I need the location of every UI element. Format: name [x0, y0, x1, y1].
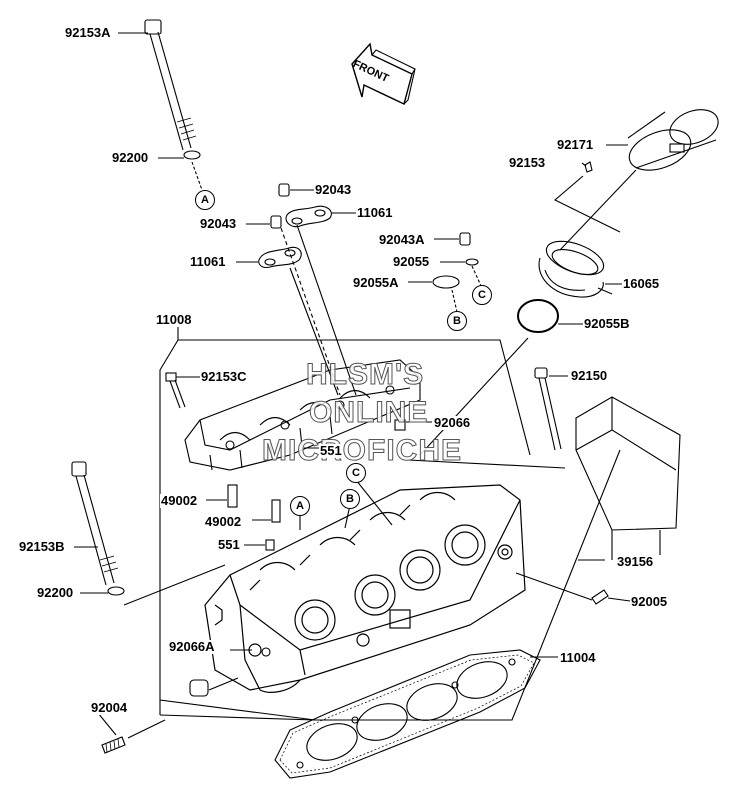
ref-marker-b-upper: B	[447, 311, 467, 331]
tappet-49002-b	[271, 499, 281, 523]
callout-92066a[interactable]: 92066A	[168, 639, 216, 654]
screw-92153	[584, 161, 593, 173]
ref-marker-a-lower: A	[290, 496, 310, 516]
callout-92153c[interactable]: 92153C	[200, 369, 248, 384]
dowel-92043-a	[278, 183, 290, 197]
callout-39156[interactable]: 39156	[616, 554, 655, 569]
oring-92055a	[432, 275, 460, 289]
dowel-551	[265, 539, 275, 551]
camshaft-holder-assembly	[184, 359, 421, 471]
callout-16065[interactable]: 16065	[622, 276, 661, 291]
plug-11061-a	[285, 205, 332, 228]
washer-92200-top	[183, 150, 201, 160]
bolt-92153a	[144, 19, 197, 151]
cylinder-head-11008	[204, 484, 526, 693]
callout-92004[interactable]: 92004	[90, 700, 129, 715]
front-arrow-icon	[351, 42, 416, 105]
fitting-92005	[591, 589, 609, 605]
plug-11061-b	[258, 246, 302, 268]
callout-92043-b[interactable]: 92043	[199, 216, 238, 231]
callout-11008[interactable]: 11008	[155, 312, 193, 327]
stud-92004	[101, 736, 126, 754]
callout-11061-a[interactable]: 11061	[356, 205, 394, 220]
callout-92150[interactable]: 92150	[570, 368, 609, 383]
callout-92153b[interactable]: 92153B	[18, 539, 66, 554]
callout-92153[interactable]: 92153	[508, 155, 547, 170]
callout-92005[interactable]: 92005	[630, 594, 669, 609]
intake-16065	[538, 240, 613, 298]
washer-92200-bottom	[107, 586, 125, 596]
callout-92055b[interactable]: 92055B	[583, 316, 631, 331]
ref-marker-b-lower: B	[340, 489, 360, 509]
oring-92055b	[517, 299, 559, 333]
callout-92200-top[interactable]: 92200	[111, 150, 150, 165]
plug-92066a	[189, 679, 209, 697]
bolt-92153b	[71, 461, 87, 477]
callout-49002-b[interactable]: 49002	[204, 514, 243, 529]
oring-92055	[465, 258, 479, 266]
callout-92153a[interactable]: 92153A	[64, 25, 112, 40]
callout-49002-a[interactable]: 49002	[160, 493, 199, 508]
plug-92066	[394, 419, 406, 431]
gasket-11004	[274, 649, 541, 779]
callout-92055a[interactable]: 92055A	[352, 275, 400, 290]
callout-551-b[interactable]: 551	[217, 537, 241, 552]
bolt-92150	[534, 367, 548, 379]
dowel-92043a	[459, 232, 471, 246]
callout-92055[interactable]: 92055	[392, 254, 431, 269]
callout-92200-bottom[interactable]: 92200	[36, 585, 75, 600]
callout-92043a[interactable]: 92043A	[378, 232, 426, 247]
callout-92043-a[interactable]: 92043	[314, 182, 353, 197]
callout-11004[interactable]: 11004	[559, 650, 597, 665]
ref-marker-a-upper: A	[195, 190, 215, 210]
bolt-92153c	[165, 372, 177, 382]
callout-11061-b[interactable]: 11061	[189, 254, 227, 269]
dowel-92043-b	[270, 215, 282, 229]
callout-92066[interactable]: 92066	[433, 415, 472, 430]
ref-marker-c-upper: C	[472, 285, 492, 305]
callout-92171[interactable]: 92171	[556, 137, 595, 152]
clamp-92171	[627, 109, 719, 171]
callout-551-a[interactable]: 551	[319, 443, 343, 458]
ref-marker-c-lower: C	[346, 463, 366, 483]
tappet-49002-a	[227, 484, 238, 508]
pad-39156	[575, 396, 681, 555]
